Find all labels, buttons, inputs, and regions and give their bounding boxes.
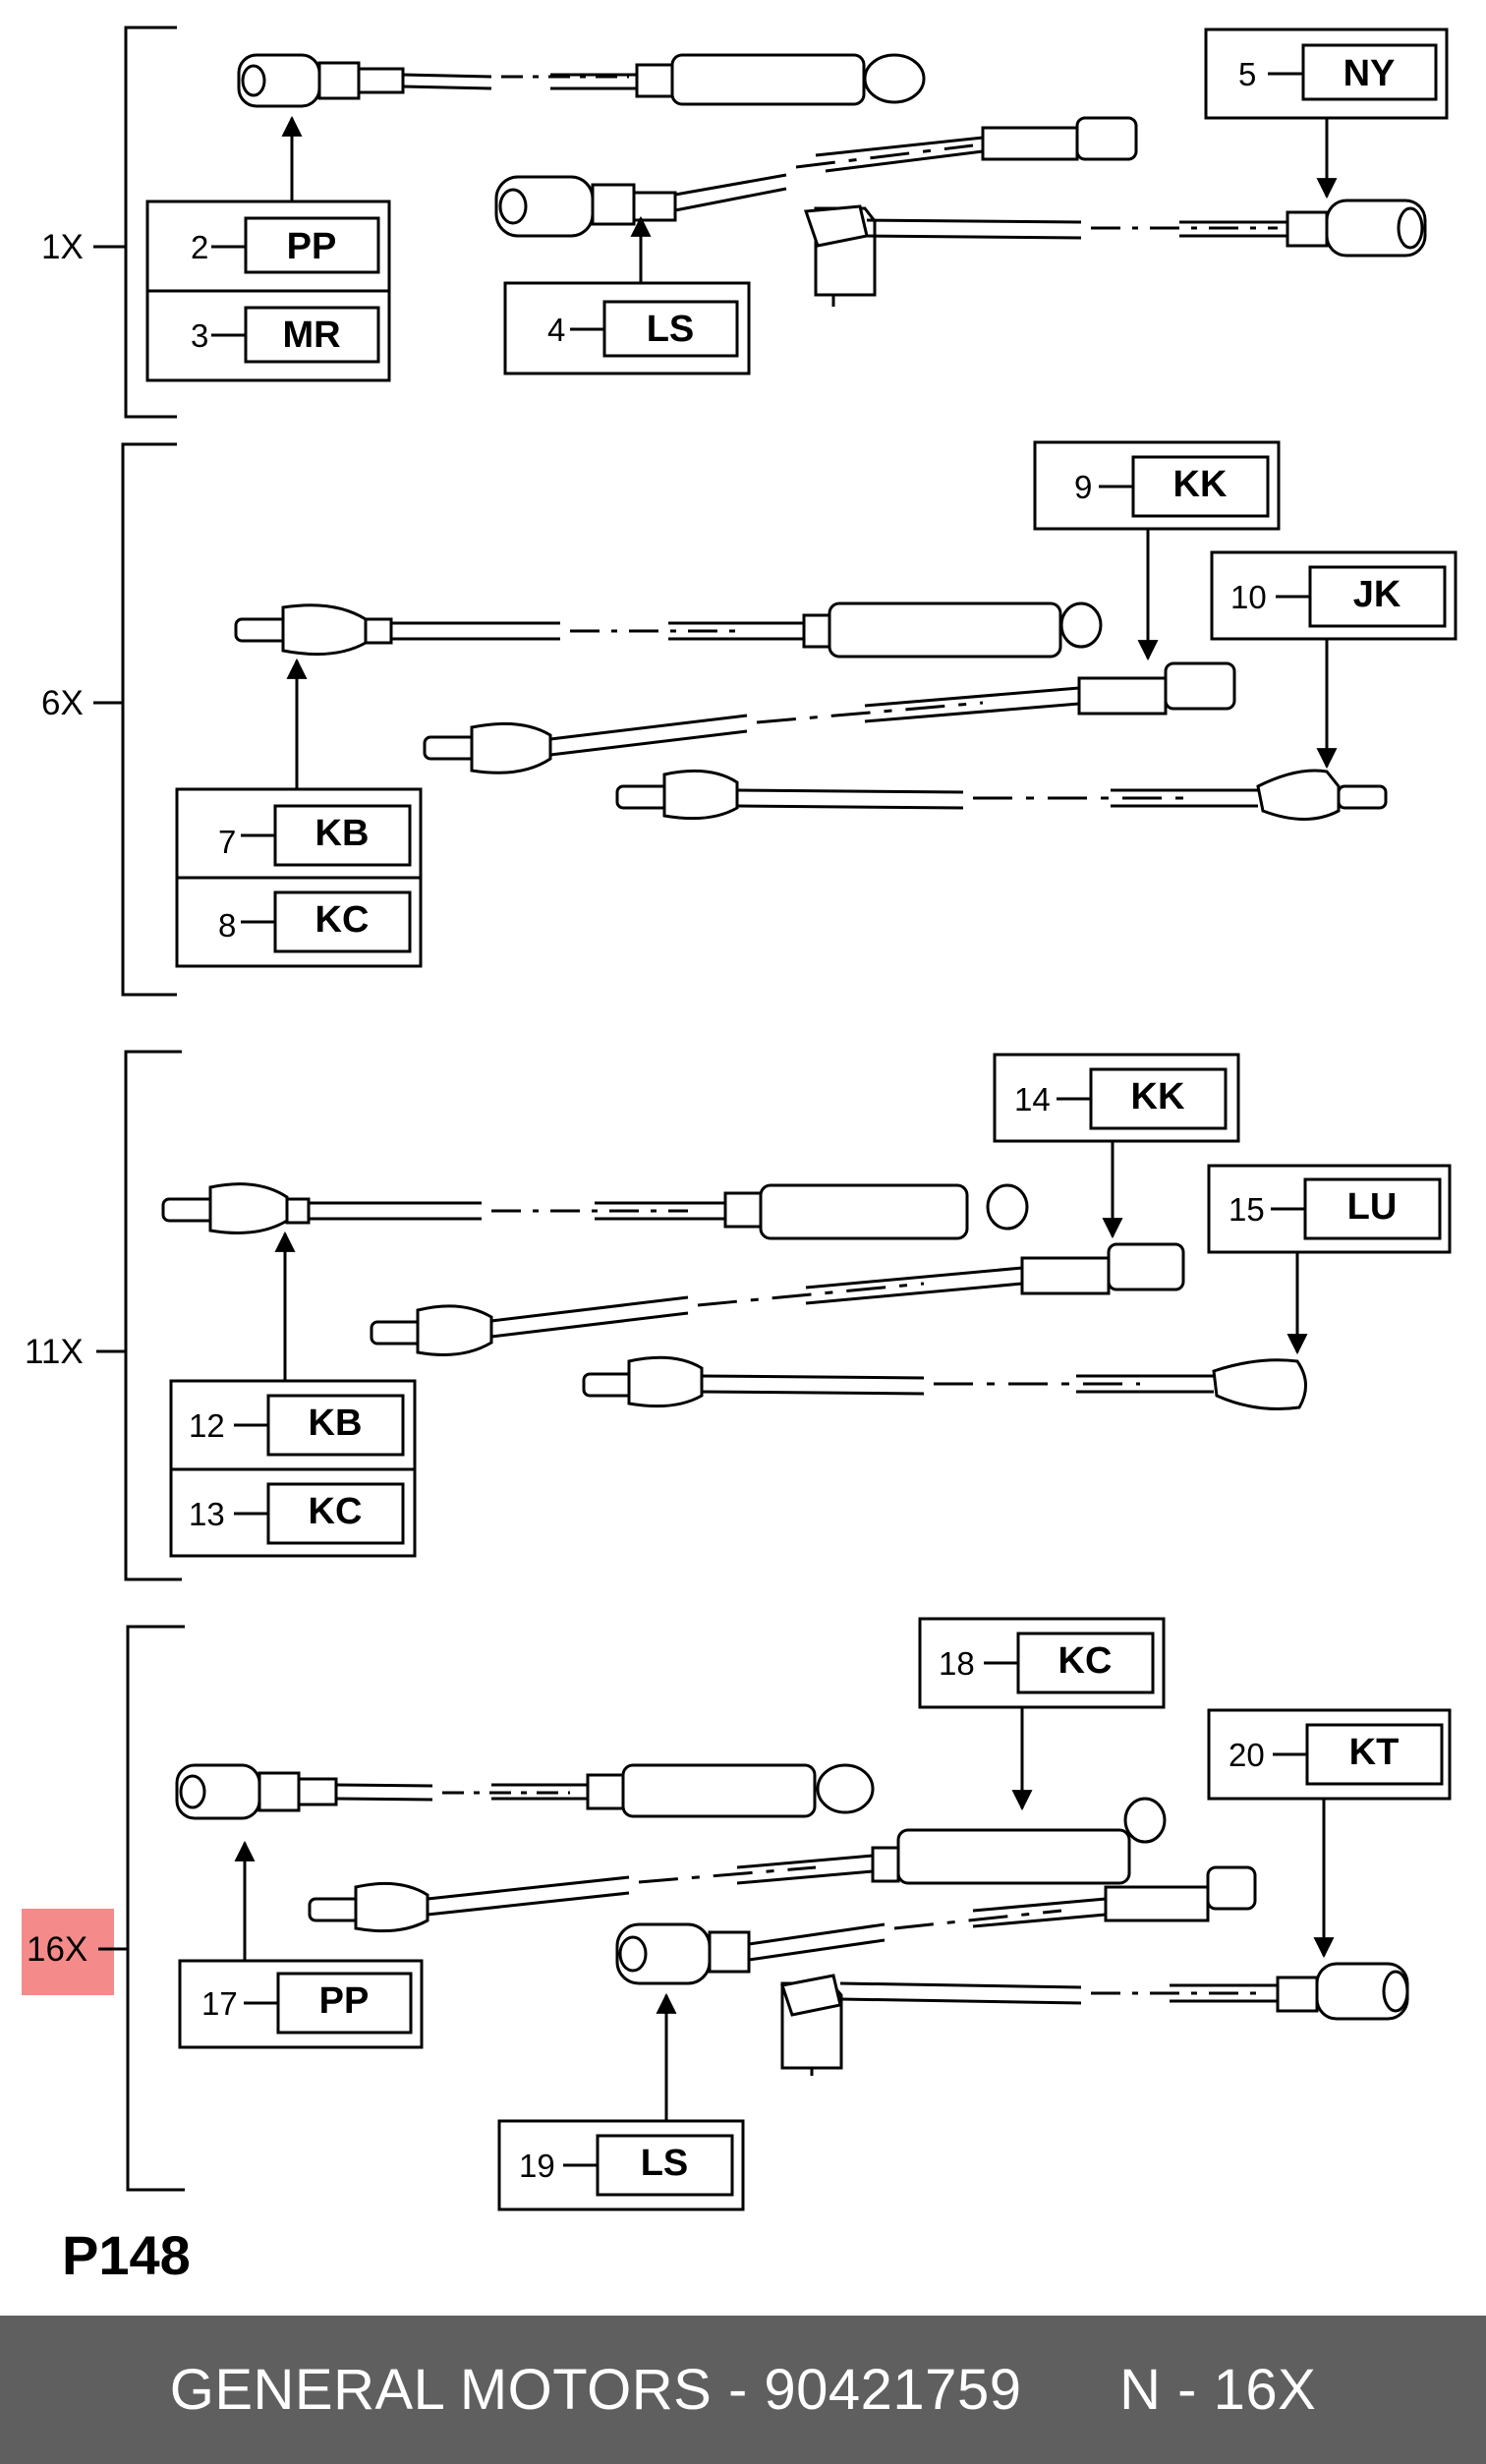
callout-part-9 xyxy=(1033,440,1281,661)
part-code: KC xyxy=(309,1491,363,1532)
group-4-bracket xyxy=(126,1625,185,2192)
part-code: KB xyxy=(309,1403,363,1444)
ignition-cable-part-15 xyxy=(582,1355,1307,1410)
callout-part-17 xyxy=(178,1840,424,2049)
part-number: 3 xyxy=(191,317,208,354)
part-code: PP xyxy=(319,1980,370,2022)
group-4-quantity: 16X xyxy=(27,1930,87,1969)
ignition-cable-part-18 xyxy=(308,1797,1167,1933)
callout-part-20 xyxy=(1207,1708,1452,1959)
ignition-cable-part-5 xyxy=(803,199,1427,307)
group-2-quantity: 6X xyxy=(41,684,84,722)
callout-parts-7-8 xyxy=(175,658,423,968)
part-number: 10 xyxy=(1230,579,1267,615)
part-number: 7 xyxy=(218,824,236,860)
part-number: 4 xyxy=(547,312,565,348)
part-code: LU xyxy=(1347,1186,1398,1228)
part-code: PP xyxy=(287,226,337,267)
part-number: 9 xyxy=(1074,469,1092,505)
part-number: 20 xyxy=(1229,1737,1265,1773)
callout-parts-2-3 xyxy=(145,115,391,382)
part-number: 12 xyxy=(189,1407,225,1444)
parts-diagram: 1X 6X 11X 16X 2 PP 3 MR 4 LS 5 NY 7 KB 8… xyxy=(22,26,1457,2211)
callout-part-14 xyxy=(993,1053,1240,1239)
ignition-cable-part-10 xyxy=(615,769,1388,821)
part-code: KB xyxy=(315,813,370,854)
callout-part-19 xyxy=(497,1992,745,2211)
footer-text: GENERAL MOTORS - 90421759 N - 16X xyxy=(169,2358,1317,2422)
footer-bar: GENERAL MOTORS - 90421759 N - 16X xyxy=(0,2316,1486,2464)
ignition-cable-part-2 xyxy=(237,53,926,108)
callout-parts-12-13 xyxy=(169,1231,417,1558)
group-1 xyxy=(93,26,1449,419)
part-code: KK xyxy=(1131,1076,1185,1117)
part-number: 8 xyxy=(218,907,236,944)
part-code: LS xyxy=(641,2143,689,2184)
ignition-cable-part-14 xyxy=(370,1242,1185,1356)
callout-part-5 xyxy=(1204,28,1449,200)
ignition-cable-part-19 xyxy=(615,1865,1257,1985)
group-3-quantity: 11X xyxy=(25,1333,84,1371)
part-number: 5 xyxy=(1238,56,1256,92)
callout-part-15 xyxy=(1207,1164,1452,1355)
group-3-bracket xyxy=(124,1050,182,1581)
callout-part-10 xyxy=(1210,550,1457,770)
group-3 xyxy=(96,1050,1452,1581)
part-code: KC xyxy=(315,899,370,941)
ignition-cable-part-4 xyxy=(494,116,1138,238)
callout-part-4 xyxy=(503,215,751,375)
part-number: 17 xyxy=(201,1985,238,2022)
callout-part-18 xyxy=(918,1617,1166,1811)
part-code: KT xyxy=(1349,1732,1400,1773)
part-number: 18 xyxy=(939,1645,975,1682)
ignition-cable-part-7 xyxy=(234,602,1103,659)
part-number: 15 xyxy=(1229,1191,1265,1228)
ignition-cable-part-17 xyxy=(175,1763,875,1820)
group-4 xyxy=(22,1617,1452,2211)
ignition-cable-part-20 xyxy=(780,1962,1409,2076)
part-number: 13 xyxy=(189,1496,225,1532)
group-2-bracket xyxy=(121,442,177,997)
part-code: KC xyxy=(1058,1640,1113,1682)
highlight-marker xyxy=(22,1909,114,1995)
part-code: KK xyxy=(1173,464,1228,505)
group-2 xyxy=(93,440,1457,997)
group-1-bracket xyxy=(124,26,177,419)
part-number: 19 xyxy=(519,2148,555,2184)
part-code: NY xyxy=(1343,53,1396,94)
part-code: LS xyxy=(647,309,695,350)
group-1-quantity: 1X xyxy=(41,228,84,266)
part-code: JK xyxy=(1353,574,1401,615)
part-number: 2 xyxy=(191,229,208,265)
ignition-cable-part-12 xyxy=(161,1182,1029,1240)
page-code: P148 xyxy=(62,2224,191,2286)
ignition-cable-part-9 xyxy=(423,661,1236,774)
part-code: MR xyxy=(282,315,340,356)
part-number: 14 xyxy=(1014,1081,1051,1117)
